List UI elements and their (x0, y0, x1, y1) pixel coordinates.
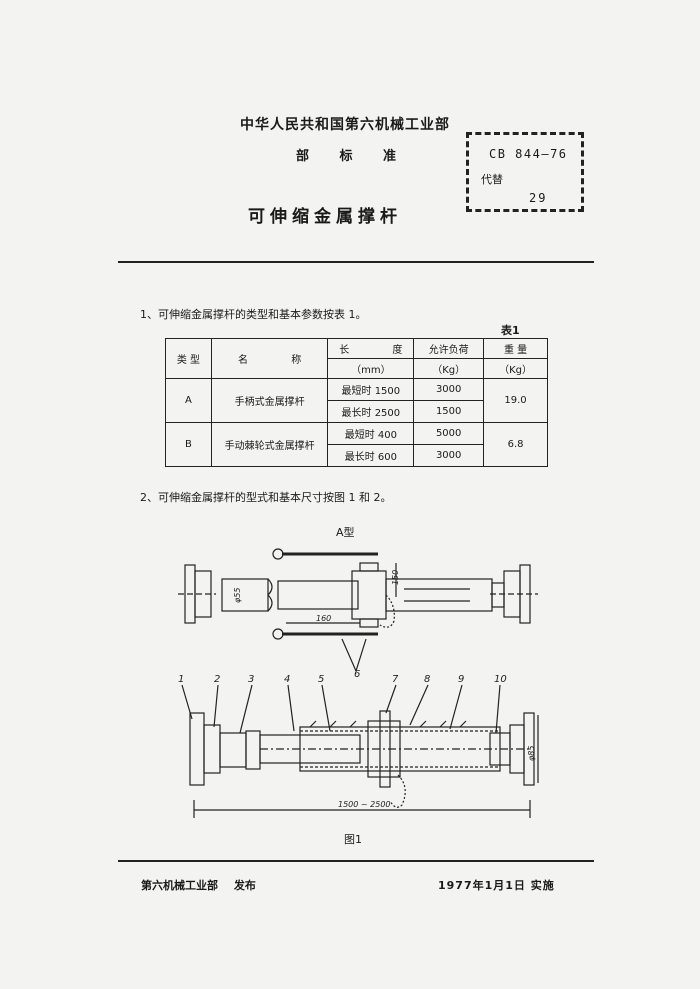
document-title: 可伸缩金属撑杆 (248, 207, 402, 227)
cell-weight: 6.8 (483, 422, 548, 467)
cell-length-short: 最短时 400 (327, 422, 415, 445)
dim-160: 160 (316, 614, 331, 623)
dim-diameter-small: φ55 (233, 588, 242, 603)
table-row: A 手柄式金属撑杆 最短时 1500 3000 19.0 (165, 378, 548, 423)
technical-drawing: 150 160 φ55 1500 ~ 2500 φ85 6 1 2 3 4 5 … (178, 548, 539, 818)
unit-weight: （Kg） (483, 358, 548, 379)
header-name: 名 称 (210, 338, 329, 379)
part-label-8: 8 (424, 674, 430, 685)
standard-code: CB 844—76 (489, 147, 568, 161)
part-label-7: 7 (392, 674, 399, 685)
cell-length-long: 最长时 600 (327, 444, 415, 467)
standard-code-box: CB 844—76 代替 29 (466, 132, 584, 212)
unit-load: （Kg） (413, 358, 485, 379)
clause-2: 2、可伸缩金属撑杆的型式和基本尺寸按图 1 和 2。 (140, 491, 392, 504)
cell-load-short: 3000 (413, 378, 485, 401)
cell-length-long: 最长时 2500 (327, 400, 415, 423)
cell-load-short: 5000 (413, 422, 485, 445)
dim-150: 150 (391, 570, 400, 585)
top-view (178, 548, 538, 672)
table-row: 最长时 600 3000 (166, 444, 548, 467)
parameters-table: 类 型 名 称 长 度 允许负荷 重 量 （mm） （Kg） （Kg） A 手柄… (165, 338, 548, 467)
cell-type: A (165, 378, 212, 423)
replaces-label: 代替 (481, 173, 503, 186)
figure-type-label: A型 (336, 526, 355, 539)
cell-type: B (165, 422, 212, 467)
cell-name: 手动棘轮式金属撑杆 (210, 422, 329, 467)
header-rule (118, 261, 594, 263)
header-weight: 重 量 (483, 338, 548, 359)
header-type: 类 型 (165, 338, 212, 379)
footer-issuer: 第六机械工业部 发布 (141, 879, 256, 892)
header-length: 长 度 (327, 338, 415, 359)
part-label-2: 2 (214, 674, 220, 685)
table-caption: 表1 (501, 324, 520, 337)
part-label-5: 5 (318, 674, 324, 685)
dim-length: 1500 ~ 2500 (338, 800, 391, 809)
replaces-number: 29 (529, 191, 548, 205)
header-load: 允许负荷 (413, 338, 485, 359)
part-label-10: 10 (494, 674, 507, 685)
footer-rule (118, 860, 594, 862)
clause-1: 1、可伸缩金属撑杆的类型和基本参数按表 1。 (140, 308, 367, 321)
part-label-4: 4 (284, 674, 290, 685)
cell-length-short: 最短时 1500 (327, 378, 415, 401)
part-label-3: 3 (248, 674, 254, 685)
cell-load-long: 1500 (413, 400, 485, 423)
cell-name: 手柄式金属撑杆 (210, 378, 329, 423)
dim-diameter: φ85 (527, 746, 536, 761)
part-leaders (181, 684, 501, 734)
part-label-6: 6 (354, 669, 360, 680)
unit-length: （mm） (327, 358, 415, 379)
table-row: 最长时 2500 1500 (166, 400, 548, 423)
section-view (189, 710, 539, 818)
footer-effective-date: 1977年1月1日 实施 (438, 879, 555, 892)
cell-load-long: 3000 (413, 444, 485, 467)
part-label-9: 9 (458, 674, 464, 685)
issuing-organization: 中华人民共和国第六机械工业部 (240, 117, 450, 133)
standard-type: 部 标 准 (296, 149, 397, 164)
cell-weight: 19.0 (483, 378, 548, 423)
table-header-row: 类 型 名 称 长 度 允许负荷 重 量 (165, 338, 548, 379)
table-row: B 手动棘轮式金属撑杆 最短时 400 5000 6.8 (165, 422, 548, 467)
figure-caption: 图1 (344, 833, 362, 846)
part-label-1: 1 (178, 674, 184, 685)
table-unit-row: （mm） （Kg） （Kg） (166, 358, 548, 379)
